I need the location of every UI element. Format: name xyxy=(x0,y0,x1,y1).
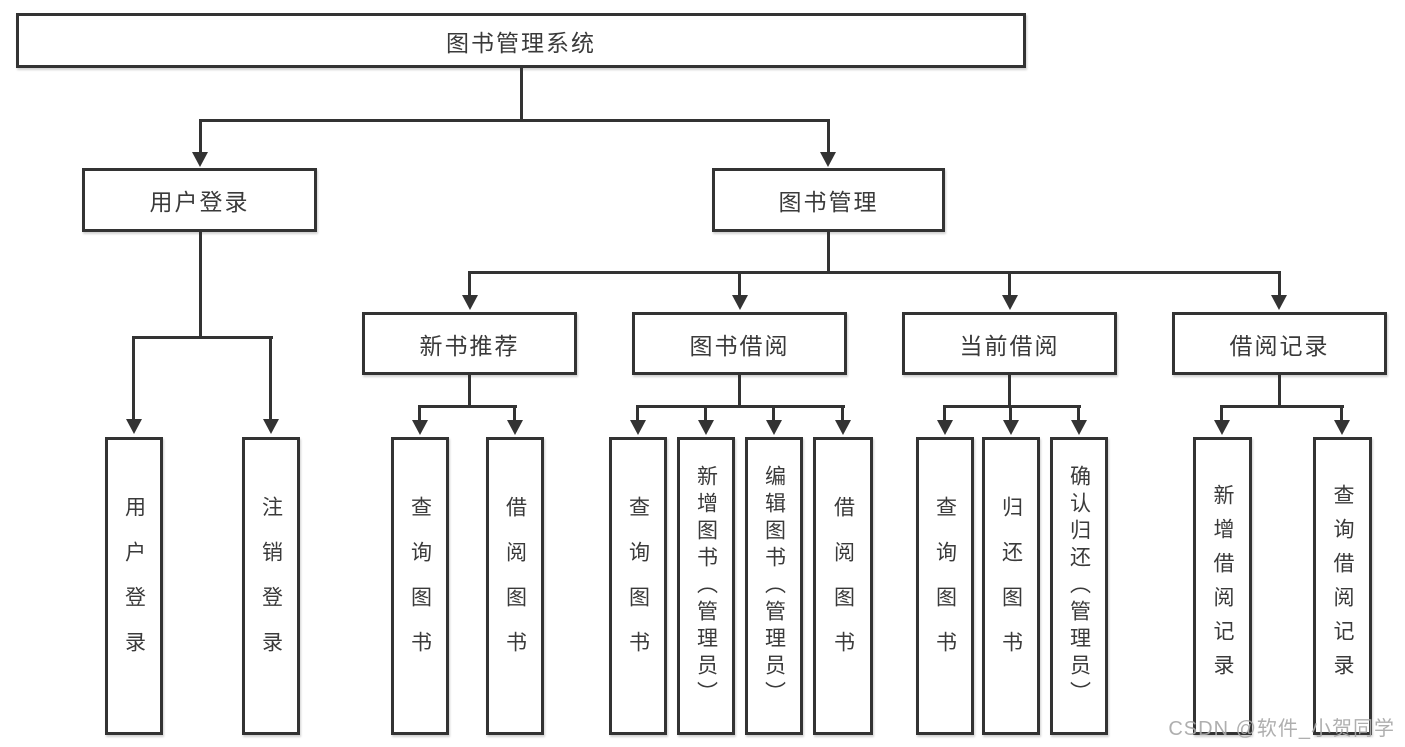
arrow-down-icon xyxy=(630,420,646,435)
arrow-down-icon xyxy=(698,420,714,435)
leaf-query-books-borrow: 查询图书 xyxy=(609,437,667,735)
node-label: 当前借阅 xyxy=(959,332,1060,359)
leaf-query-books-current: 查询图书 xyxy=(916,437,974,735)
arrow-down-icon xyxy=(1334,420,1350,435)
leaf-label: 确认归还（管理员） xyxy=(1067,464,1091,708)
node-new-book-recommend: 新书推荐 xyxy=(362,312,577,375)
connector-line xyxy=(772,405,775,422)
leaf-borrow-books-recommend: 借阅图书 xyxy=(486,437,544,735)
arrow-down-icon xyxy=(1003,420,1019,435)
node-label: 借阅记录 xyxy=(1229,332,1330,359)
connector-line xyxy=(468,271,1281,274)
connector-line xyxy=(133,336,273,339)
connector-line xyxy=(1008,375,1011,408)
leaf-label: 查询图书 xyxy=(933,496,957,676)
node-library-management-system: 图书管理系统 xyxy=(16,13,1026,68)
connector-line xyxy=(468,271,471,296)
connector-line xyxy=(1221,405,1344,408)
arrow-down-icon xyxy=(412,420,428,435)
arrow-down-icon xyxy=(820,152,836,167)
connector-line xyxy=(269,336,272,420)
connector-line xyxy=(1340,405,1343,422)
connector-line xyxy=(1008,271,1011,296)
node-label: 用户登录 xyxy=(149,189,250,215)
connector-line xyxy=(841,405,844,422)
arrow-down-icon xyxy=(732,295,748,310)
connector-line xyxy=(1278,375,1281,408)
leaf-label: 查询图书 xyxy=(626,496,650,676)
arrow-down-icon xyxy=(462,295,478,310)
leaf-label: 新增图书（管理员） xyxy=(694,464,718,708)
leaf-label: 借阅图书 xyxy=(831,496,855,676)
leaf-edit-books-admin: 编辑图书（管理员） xyxy=(745,437,803,735)
connector-line xyxy=(419,405,517,408)
leaf-return-books: 归还图书 xyxy=(982,437,1040,735)
connector-line xyxy=(636,405,639,422)
arrow-down-icon xyxy=(126,419,142,434)
connector-line xyxy=(199,119,202,153)
leaf-add-books-admin: 新增图书（管理员） xyxy=(677,437,735,735)
connector-line xyxy=(1077,405,1080,422)
node-label: 新书推荐 xyxy=(419,332,520,359)
leaf-label: 新增借阅记录 xyxy=(1211,484,1234,688)
connector-line xyxy=(827,119,830,153)
leaf-query-borrow-record: 查询借阅记录 xyxy=(1313,437,1372,735)
leaf-borrow-books: 借阅图书 xyxy=(813,437,873,735)
connector-line xyxy=(132,336,135,420)
arrow-down-icon xyxy=(1071,420,1087,435)
leaf-label: 编辑图书（管理员） xyxy=(762,464,786,708)
connector-line xyxy=(738,271,741,296)
leaf-label: 查询借阅记录 xyxy=(1331,484,1354,688)
arrow-down-icon xyxy=(263,419,279,434)
leaf-confirm-return-admin: 确认归还（管理员） xyxy=(1050,437,1108,735)
node-borrow-records: 借阅记录 xyxy=(1172,312,1387,375)
node-label: 图书借阅 xyxy=(689,332,790,359)
arrow-down-icon xyxy=(766,420,782,435)
node-book-borrow: 图书借阅 xyxy=(632,312,847,375)
leaf-label: 归还图书 xyxy=(999,496,1023,676)
node-user-login: 用户登录 xyxy=(82,168,317,232)
leaf-query-books-recommend: 查询图书 xyxy=(391,437,449,735)
connector-line xyxy=(468,375,471,408)
watermark: CSDN @软件_小贺同学 xyxy=(1168,718,1395,740)
connector-line xyxy=(637,405,845,408)
node-label: 图书管理系统 xyxy=(446,29,596,56)
leaf-label: 查询图书 xyxy=(408,496,432,676)
connector-line xyxy=(944,405,1081,408)
arrow-down-icon xyxy=(192,152,208,167)
connector-line xyxy=(199,119,830,122)
connector-line xyxy=(704,405,707,422)
leaf-add-borrow-record: 新增借阅记录 xyxy=(1193,437,1252,735)
connector-line xyxy=(1009,405,1012,422)
leaf-user-login: 用户登录 xyxy=(105,437,163,735)
connector-line xyxy=(199,232,202,339)
connector-line xyxy=(827,232,830,274)
arrow-down-icon xyxy=(835,420,851,435)
connector-line xyxy=(513,405,516,422)
node-current-borrow: 当前借阅 xyxy=(902,312,1117,375)
node-label: 图书管理 xyxy=(778,189,879,215)
arrow-down-icon xyxy=(1002,295,1018,310)
leaf-logout: 注销登录 xyxy=(242,437,300,735)
arrow-down-icon xyxy=(937,420,953,435)
leaf-label: 用户登录 xyxy=(122,496,146,676)
arrow-down-icon xyxy=(1214,420,1230,435)
arrow-down-icon xyxy=(1271,295,1287,310)
leaf-label: 注销登录 xyxy=(259,496,283,676)
connector-line xyxy=(943,405,946,422)
connector-line xyxy=(1220,405,1223,422)
connector-line xyxy=(418,405,421,422)
node-book-management: 图书管理 xyxy=(712,168,945,232)
arrow-down-icon xyxy=(507,420,523,435)
connector-line xyxy=(1278,271,1281,296)
connector-line xyxy=(738,375,741,408)
leaf-label: 借阅图书 xyxy=(503,496,527,676)
connector-line xyxy=(520,66,523,122)
